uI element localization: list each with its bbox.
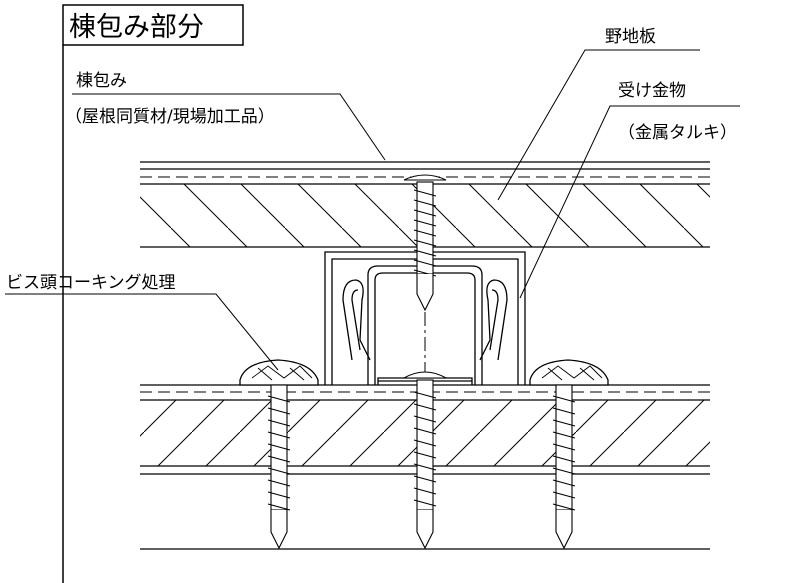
leader-lines (5, 49, 740, 371)
screw-lower-center (401, 371, 449, 550)
caulking-bead-right (529, 359, 609, 386)
ridge-cover-layer (140, 161, 710, 185)
label-caulking: ビス頭コーキング処理 (6, 273, 176, 293)
caulking-bead-left (239, 359, 319, 386)
leader-bracket (519, 105, 740, 299)
page-title: 棟包み部分 (69, 12, 204, 43)
leader-sheathing (497, 49, 700, 201)
leader-ridge-cover (72, 93, 386, 161)
leader-caulking (5, 293, 279, 371)
label-bracket: 受け金物 (618, 81, 686, 101)
label-ridge-cover-detail: （屋根同質材/現場加工品） (65, 107, 275, 127)
screw-lower-right (552, 384, 576, 550)
label-sheathing: 野地板 (605, 27, 656, 47)
label-bracket-detail: （金属タルキ） (618, 123, 737, 143)
screw-lower-left (267, 384, 291, 550)
screw-top-center (403, 174, 447, 312)
label-ridge-cover: 棟包み (76, 71, 127, 91)
title-box: 棟包み部分 (62, 4, 244, 46)
